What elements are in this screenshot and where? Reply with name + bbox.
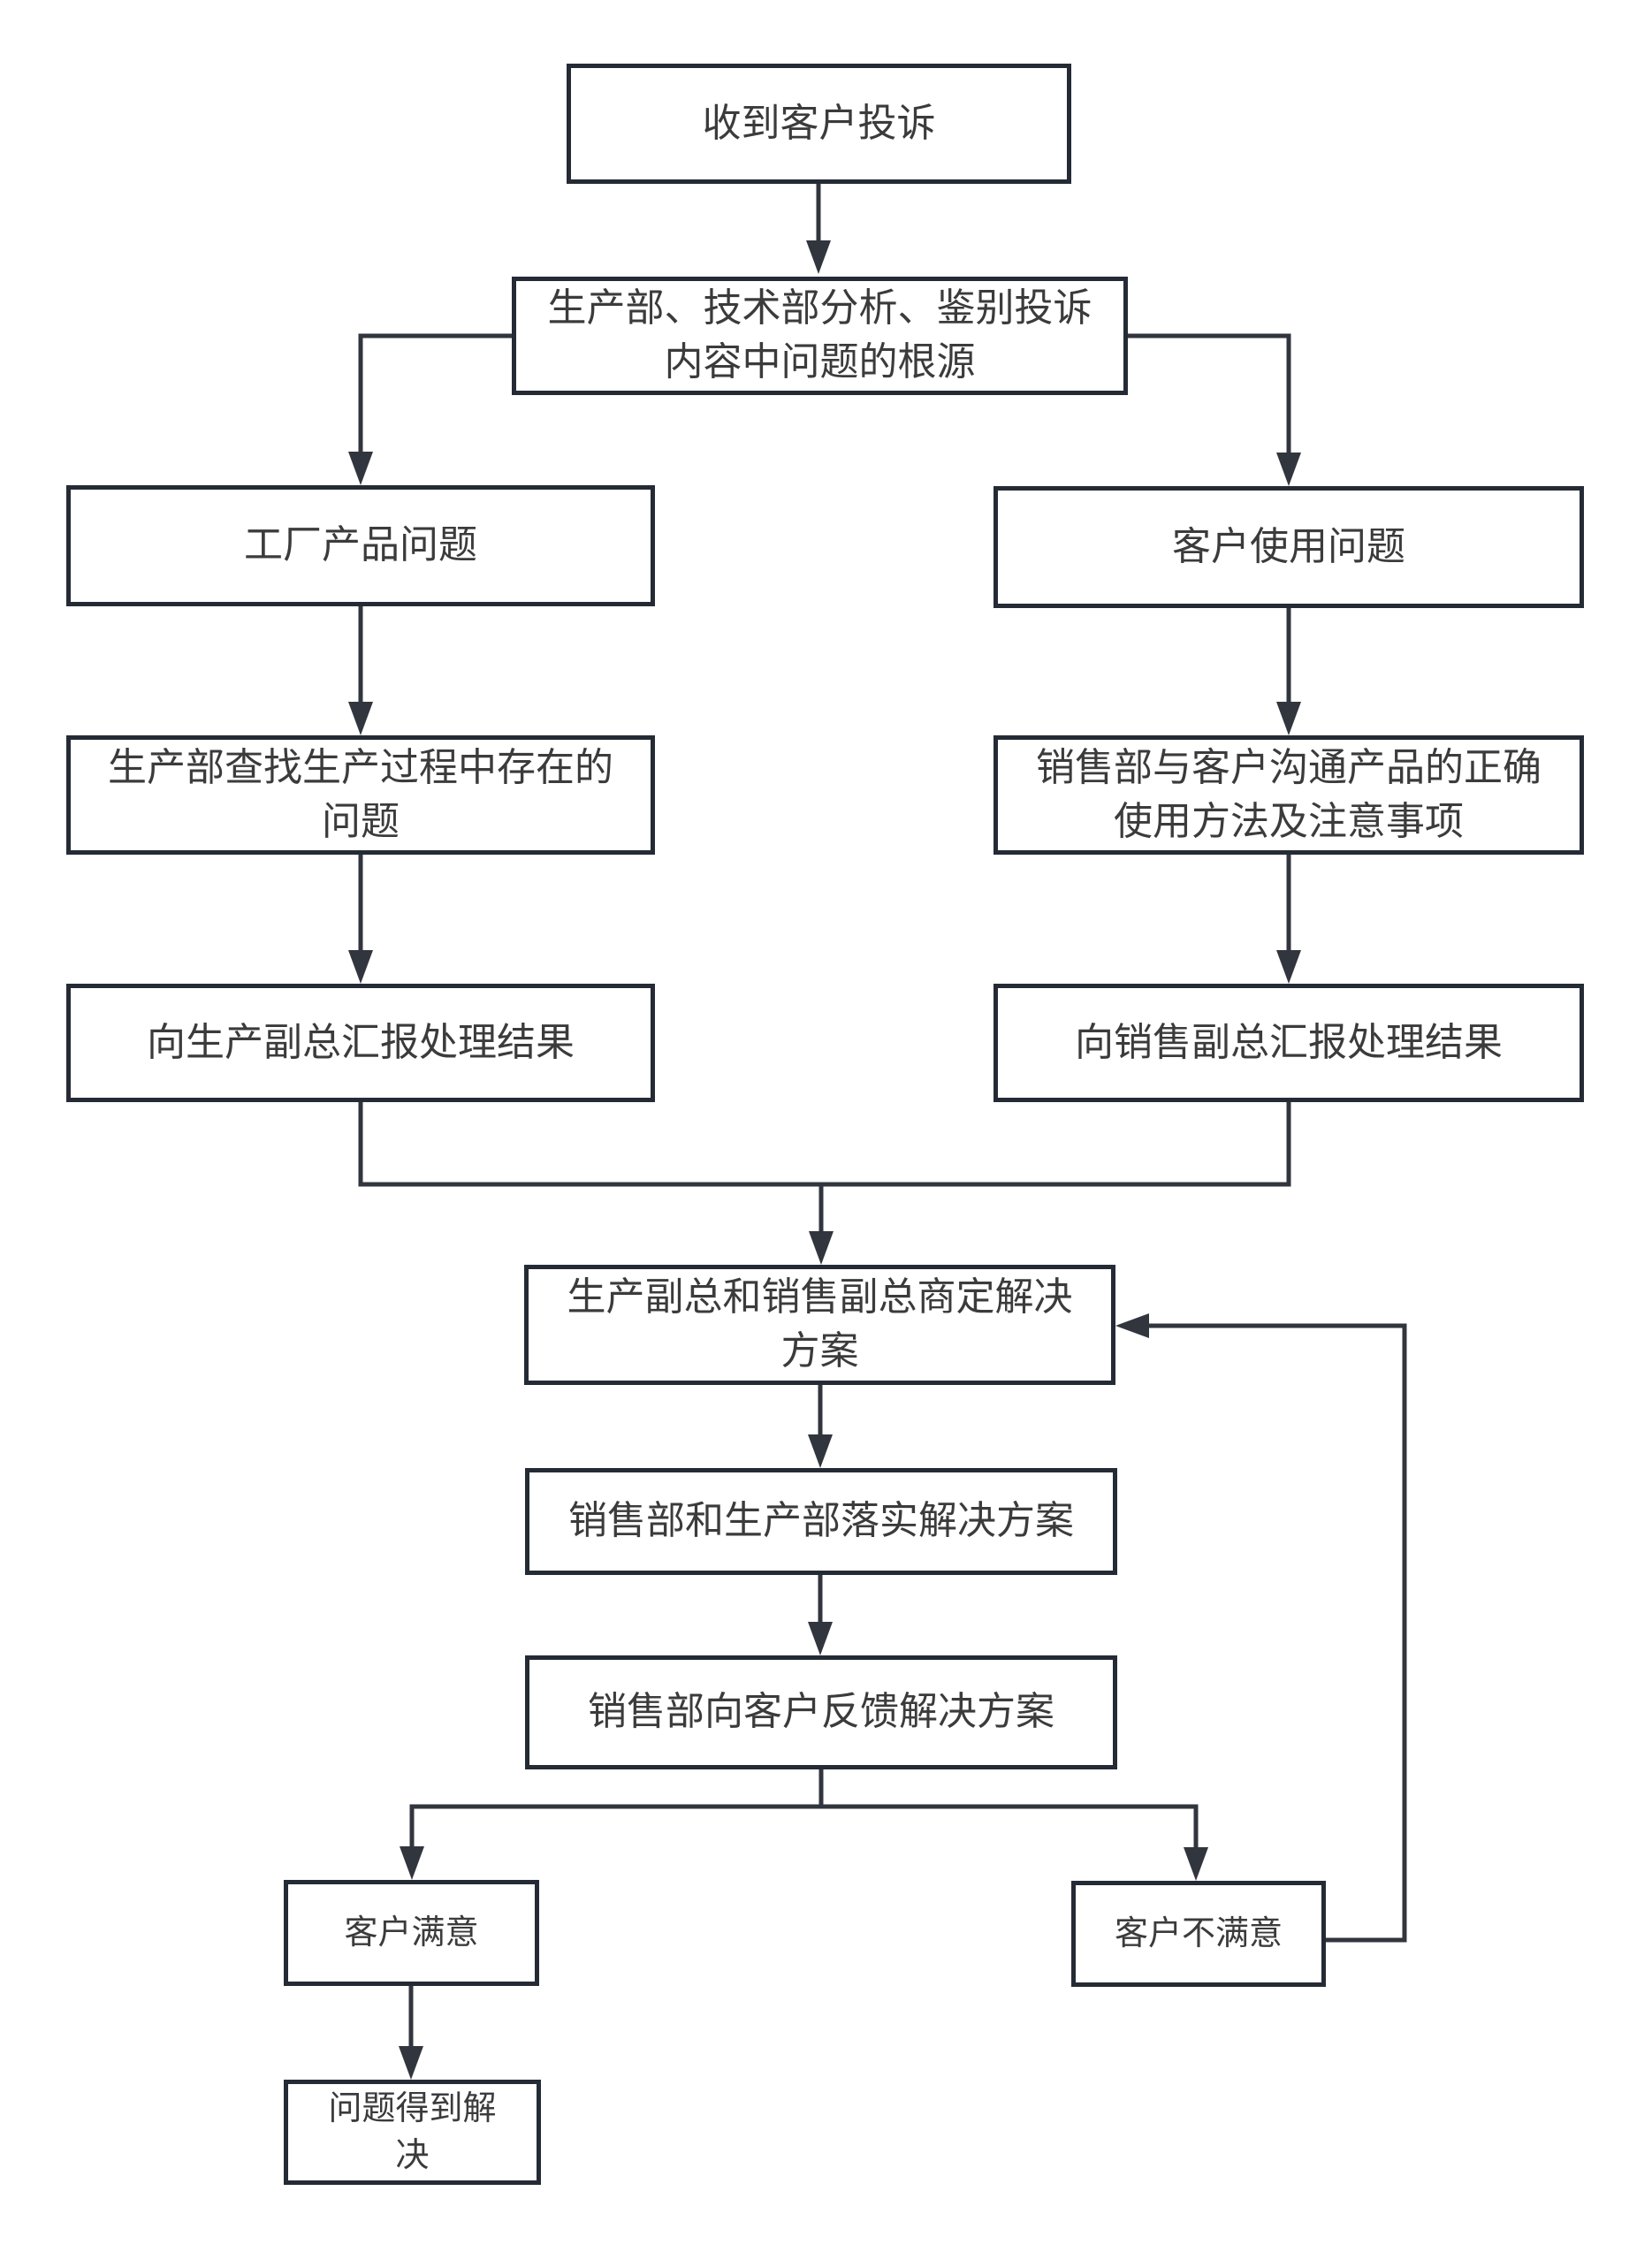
node-customer-usage-problem: 客户使用问题 — [993, 486, 1584, 608]
arrowhead — [806, 240, 831, 274]
node-problem-solved: 问题得到解 决 — [284, 2080, 541, 2185]
arrowhead — [348, 702, 373, 735]
edge-unsatisfied-loop — [1146, 1323, 1407, 1943]
arrowhead — [348, 452, 373, 485]
arrowhead — [1276, 453, 1301, 486]
node-customer-unsatisfied: 客户不满意 — [1071, 1881, 1326, 1987]
node-sales-communicate: 销售部与客户沟通产品的正确 使用方法及注意事项 — [993, 735, 1584, 855]
node-production-investigate: 生产部查找生产过程中存在的 问题 — [66, 735, 655, 855]
node-implement-solution: 销售部和生产部落实解决方案 — [525, 1468, 1117, 1575]
arrowhead — [348, 950, 373, 984]
arrowhead — [1276, 702, 1301, 735]
edge-analyze-to-usage — [1128, 333, 1291, 456]
arrowhead — [1115, 1313, 1149, 1338]
arrowhead — [1184, 1847, 1208, 1881]
node-customer-satisfied: 客户满意 — [284, 1880, 539, 1986]
edge-feedback-split — [409, 1769, 1199, 1851]
node-receive-complaint: 收到客户投诉 — [567, 64, 1071, 184]
node-feedback-to-customer: 销售部向客户反馈解决方案 — [525, 1655, 1117, 1769]
node-factory-product-problem: 工厂产品问题 — [66, 485, 655, 606]
arrowhead — [808, 1434, 833, 1468]
node-analyze-root-cause: 生产部、技术部分析、鉴别投诉 内容中问题的根源 — [512, 277, 1128, 395]
arrowhead — [808, 1622, 833, 1655]
arrowhead — [400, 1846, 424, 1880]
arrowhead — [399, 2046, 423, 2080]
edge-analyze-to-factory — [358, 333, 512, 455]
arrowhead — [809, 1231, 834, 1265]
node-report-production-vp: 向生产副总汇报处理结果 — [66, 984, 655, 1102]
node-report-sales-vp: 向销售副总汇报处理结果 — [993, 984, 1584, 1102]
node-vps-decide-solution: 生产副总和销售副总商定解决 方案 — [524, 1265, 1115, 1385]
edge-reports-merge — [358, 1102, 1291, 1187]
arrowhead — [1276, 950, 1301, 984]
